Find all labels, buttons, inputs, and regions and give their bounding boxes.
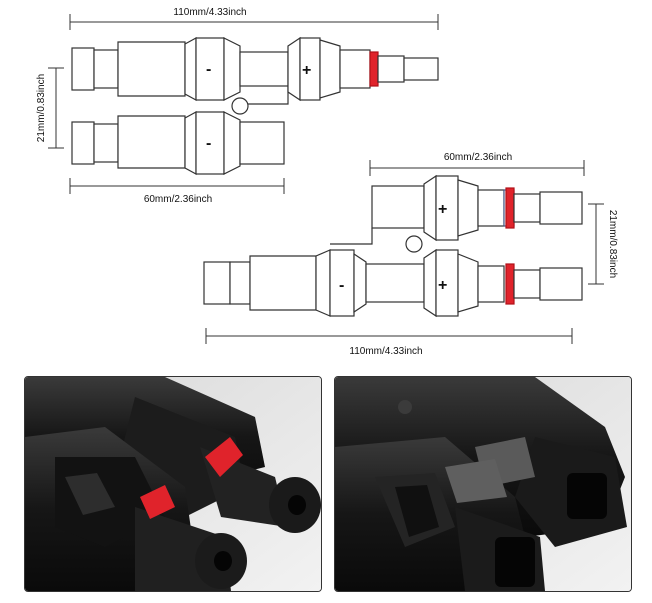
junction-hole-icon (231, 97, 249, 115)
female-connector-photo (334, 376, 632, 592)
negative-mark: - (206, 61, 211, 78)
negative-mark-lower: - (206, 135, 211, 152)
y-connector-female-drawing (48, 14, 439, 194)
y-connector-male-drawing (203, 160, 604, 344)
male-connector-photo (24, 376, 322, 592)
overall-length-label-2: 110mm/4.33inch (349, 346, 422, 357)
pitch-label: 21mm/0.83inch (36, 74, 47, 142)
branch-length-label: 60mm/2.36inch (144, 194, 212, 205)
pitch-label-2: 21mm/0.83inch (607, 210, 618, 278)
junction-hole-icon-2 (405, 235, 423, 253)
technical-drawing: - - + 110mm/4.33inch 60mm/2.36inch 21mm/… (36, 7, 618, 357)
positive-mark: + (302, 62, 311, 79)
positive-mark-2: + (438, 201, 447, 218)
positive-mark-3: + (438, 277, 447, 294)
seal-ring-icon-3 (505, 263, 515, 305)
overall-length-label: 110mm/4.33inch (173, 7, 246, 18)
seal-ring-icon (369, 51, 379, 87)
negative-mark-2: - (339, 277, 344, 294)
seal-ring-icon-2 (505, 187, 515, 229)
branch-length-label-2: 60mm/2.36inch (444, 152, 512, 163)
